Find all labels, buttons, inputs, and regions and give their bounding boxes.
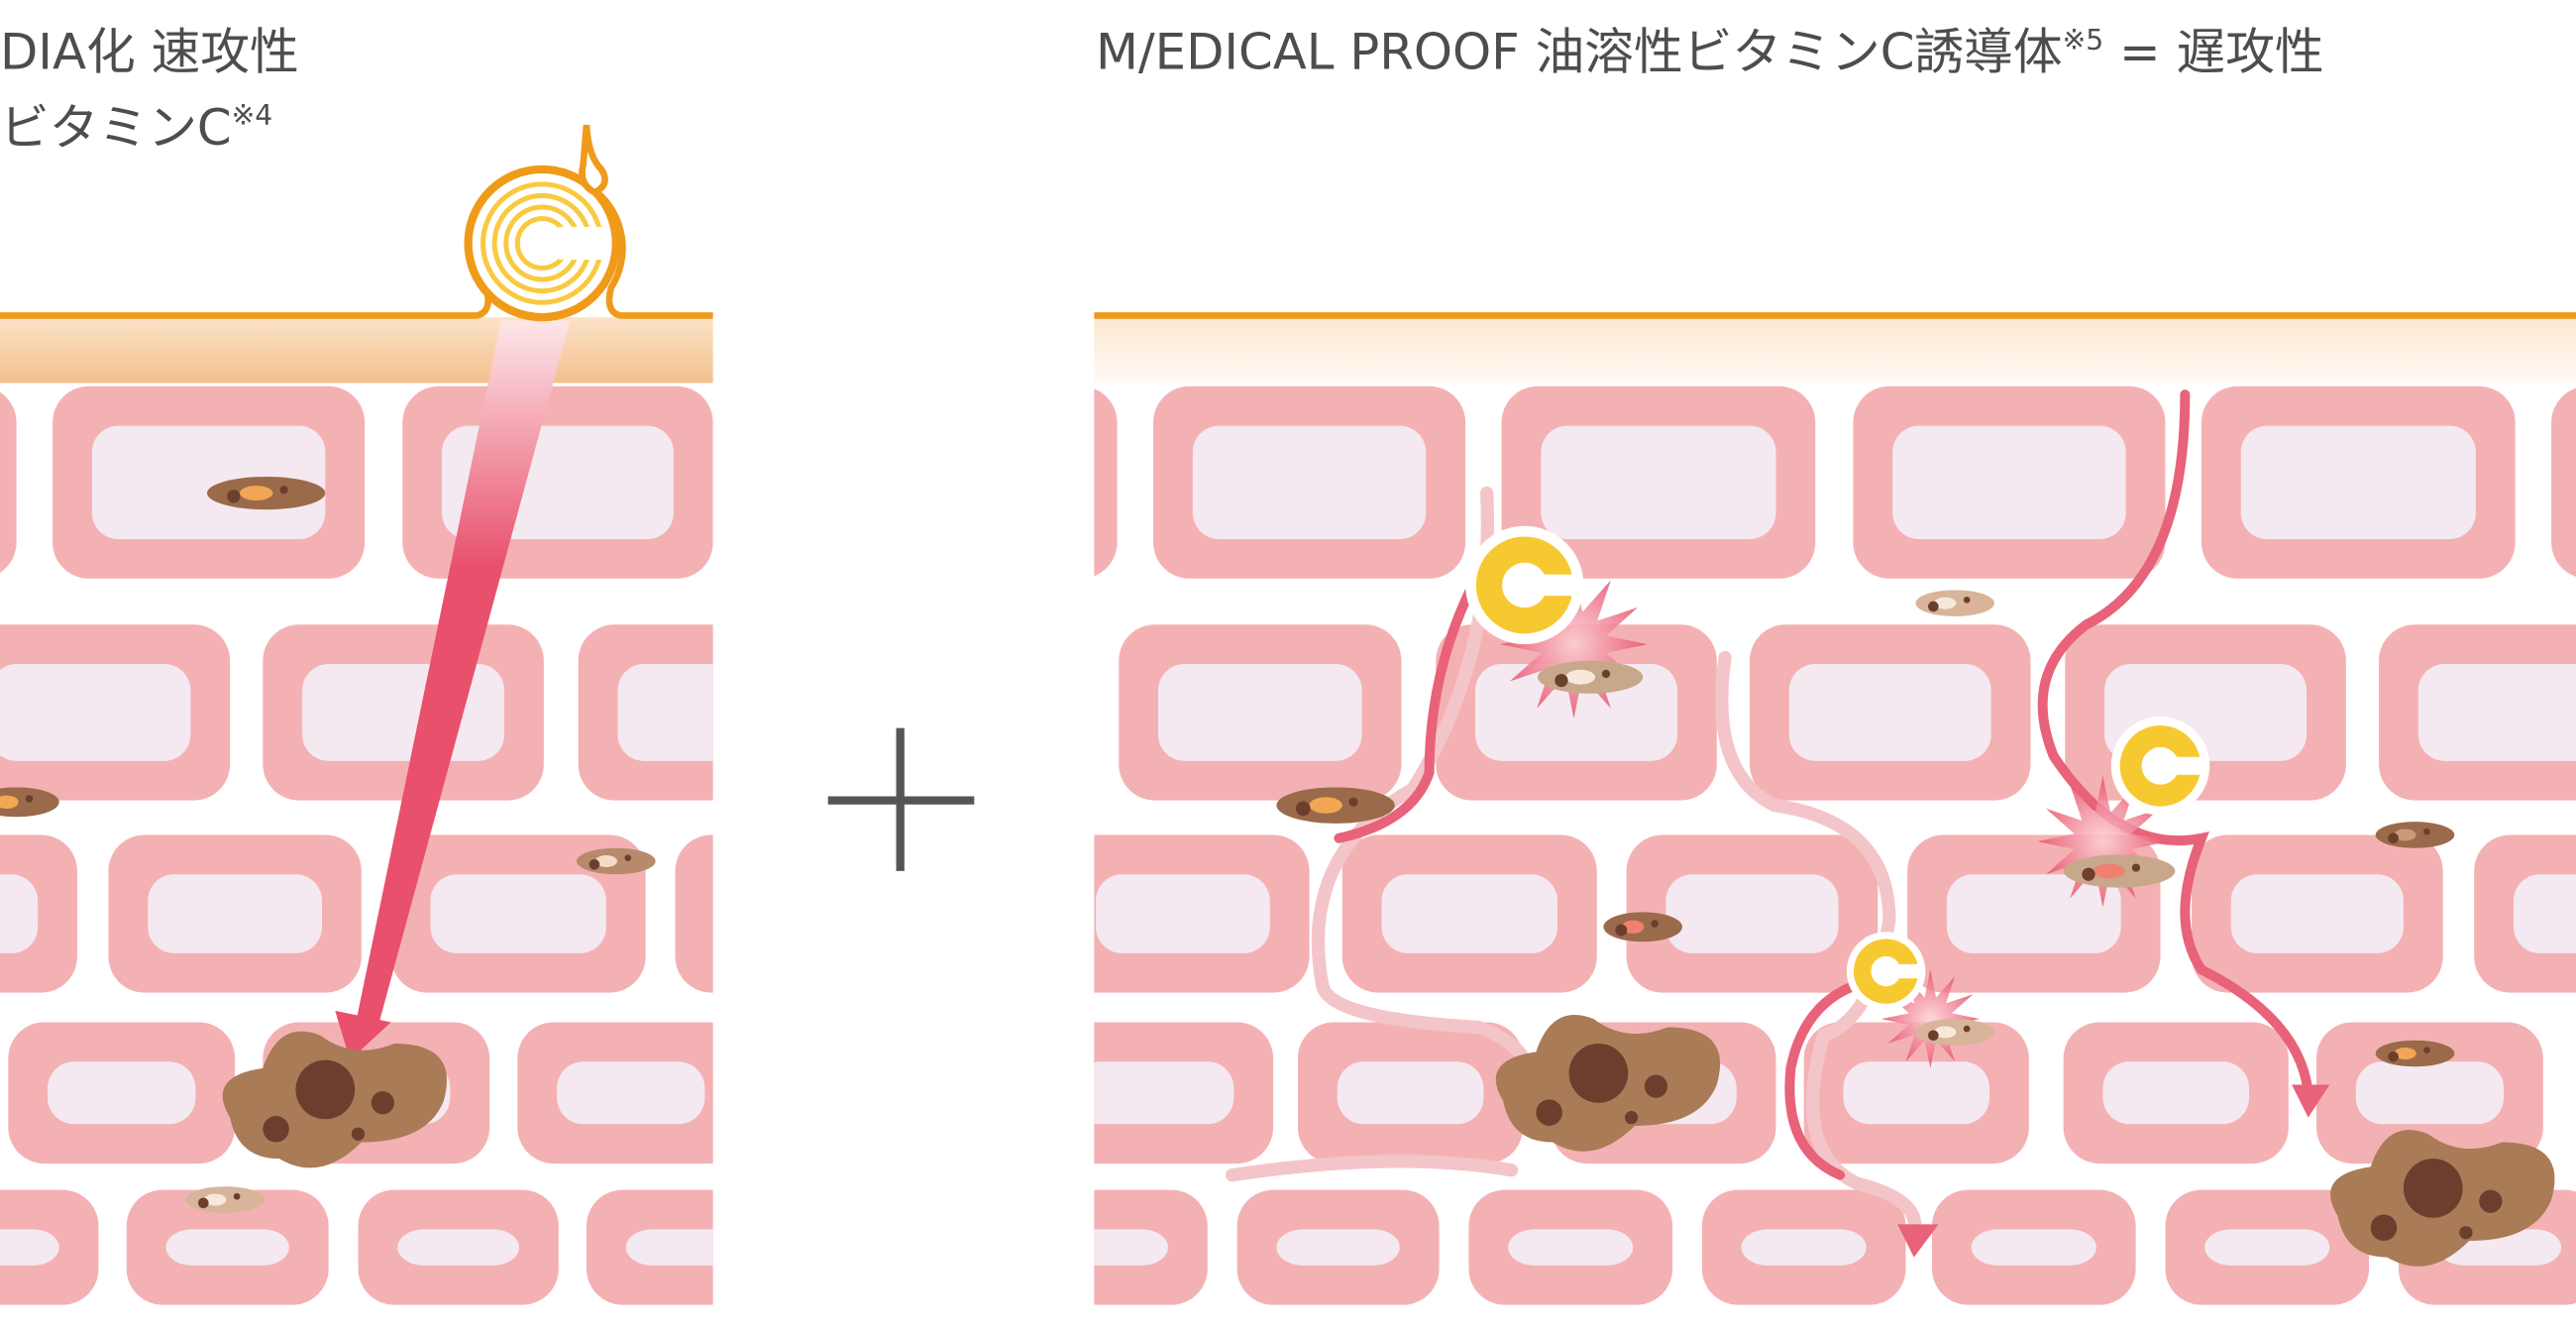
pigment-spot	[1276, 787, 1395, 824]
right-title-note: ※5	[2063, 24, 2104, 56]
penetration-arrow	[335, 320, 571, 1060]
reaction-burst-icon	[1880, 969, 1981, 1068]
skin-cell	[1094, 834, 1310, 993]
skin-cell	[1094, 388, 1118, 577]
vitamin-c-droplet-icon	[464, 124, 620, 322]
left-title-line1: DIA化 速攻性	[0, 24, 299, 81]
skin-cell	[1153, 386, 1466, 579]
skin-cell	[578, 624, 713, 801]
plus-icon	[827, 727, 975, 871]
melanocyte	[222, 1031, 448, 1168]
skin-cell	[1749, 624, 2031, 801]
skin-cell	[1094, 1022, 1274, 1164]
skin-cell	[0, 624, 231, 801]
skin-cell	[0, 834, 77, 993]
skin-cell	[263, 624, 544, 801]
pigment-spot	[1538, 660, 1644, 694]
right-skin-surface	[1094, 312, 2576, 384]
skin-cell	[1853, 386, 2166, 579]
pigment-spot	[577, 847, 656, 875]
skin-cell	[108, 834, 362, 993]
skin-cell	[126, 1189, 329, 1305]
left-title-note: ※4	[232, 99, 273, 132]
left-title-line2: ビタミンC※4	[0, 99, 272, 157]
skin-cell	[2474, 834, 2576, 993]
skin-cell	[2165, 1189, 2370, 1305]
skin-cell	[0, 1189, 99, 1305]
right-title: M/EDICAL PROOF 油溶性ビタミンC誘導体※5 = 遅攻性	[1096, 24, 2324, 81]
pigment-spot	[2375, 822, 2455, 848]
melanocyte	[2330, 1130, 2555, 1267]
skin-cell	[1501, 386, 1816, 579]
skin-cell	[2316, 1022, 2543, 1164]
skin-cell	[1094, 1189, 1208, 1305]
skin-cell	[1803, 1022, 2029, 1164]
right-title-suffix: = 遅攻性	[2103, 24, 2323, 81]
right-cell-layer	[821, 386, 2576, 1305]
skin-cell	[53, 386, 366, 579]
skin-cell	[1626, 834, 1878, 993]
vitamin-c-icon	[1846, 932, 1926, 1011]
skin-cell	[1236, 1189, 1440, 1305]
pigment-spot	[2375, 1040, 2455, 1067]
pigment-spot	[0, 787, 59, 818]
pigment-spot	[206, 476, 326, 510]
vitamin-c-icon	[1465, 525, 1584, 645]
pigment-spot	[2063, 854, 2176, 888]
skin-cell	[586, 1189, 713, 1305]
skin-cell	[0, 391, 17, 573]
skin-cell	[358, 1189, 559, 1305]
pigment-spot	[1603, 912, 1682, 942]
skin-cell	[8, 1022, 236, 1164]
pigment-spot	[1915, 590, 1995, 616]
skin-cell	[1932, 1189, 2136, 1305]
skin-cell	[2191, 834, 2443, 993]
skin-cell	[1297, 1022, 1524, 1164]
reaction-burst-icon	[1499, 570, 1649, 719]
skin-cell	[1119, 624, 1402, 801]
pigment-spot	[1915, 1019, 1995, 1046]
pigment-spot	[185, 1186, 265, 1213]
left-title-text: ビタミンC	[0, 99, 232, 157]
skin-cell	[675, 834, 713, 993]
skin-cell	[517, 1022, 713, 1164]
skin-cell	[2063, 1022, 2289, 1164]
right-title-main: M/EDICAL PROOF 油溶性ビタミンC誘導体	[1096, 24, 2063, 81]
skin-cell	[2551, 387, 2576, 577]
vitamin-c-icon	[2110, 717, 2210, 816]
skin-cell	[1468, 1189, 1673, 1305]
skin-cell	[1701, 1189, 1906, 1305]
reaction-burst-icon	[2037, 775, 2169, 908]
skin-cell	[390, 834, 646, 993]
skin-cell	[2200, 386, 2516, 579]
skin-cell	[2379, 624, 2576, 801]
melanocyte	[1495, 1015, 1721, 1152]
skin-cell	[821, 624, 1084, 800]
skin-cell	[402, 386, 713, 579]
skin-cell	[1342, 834, 1597, 993]
